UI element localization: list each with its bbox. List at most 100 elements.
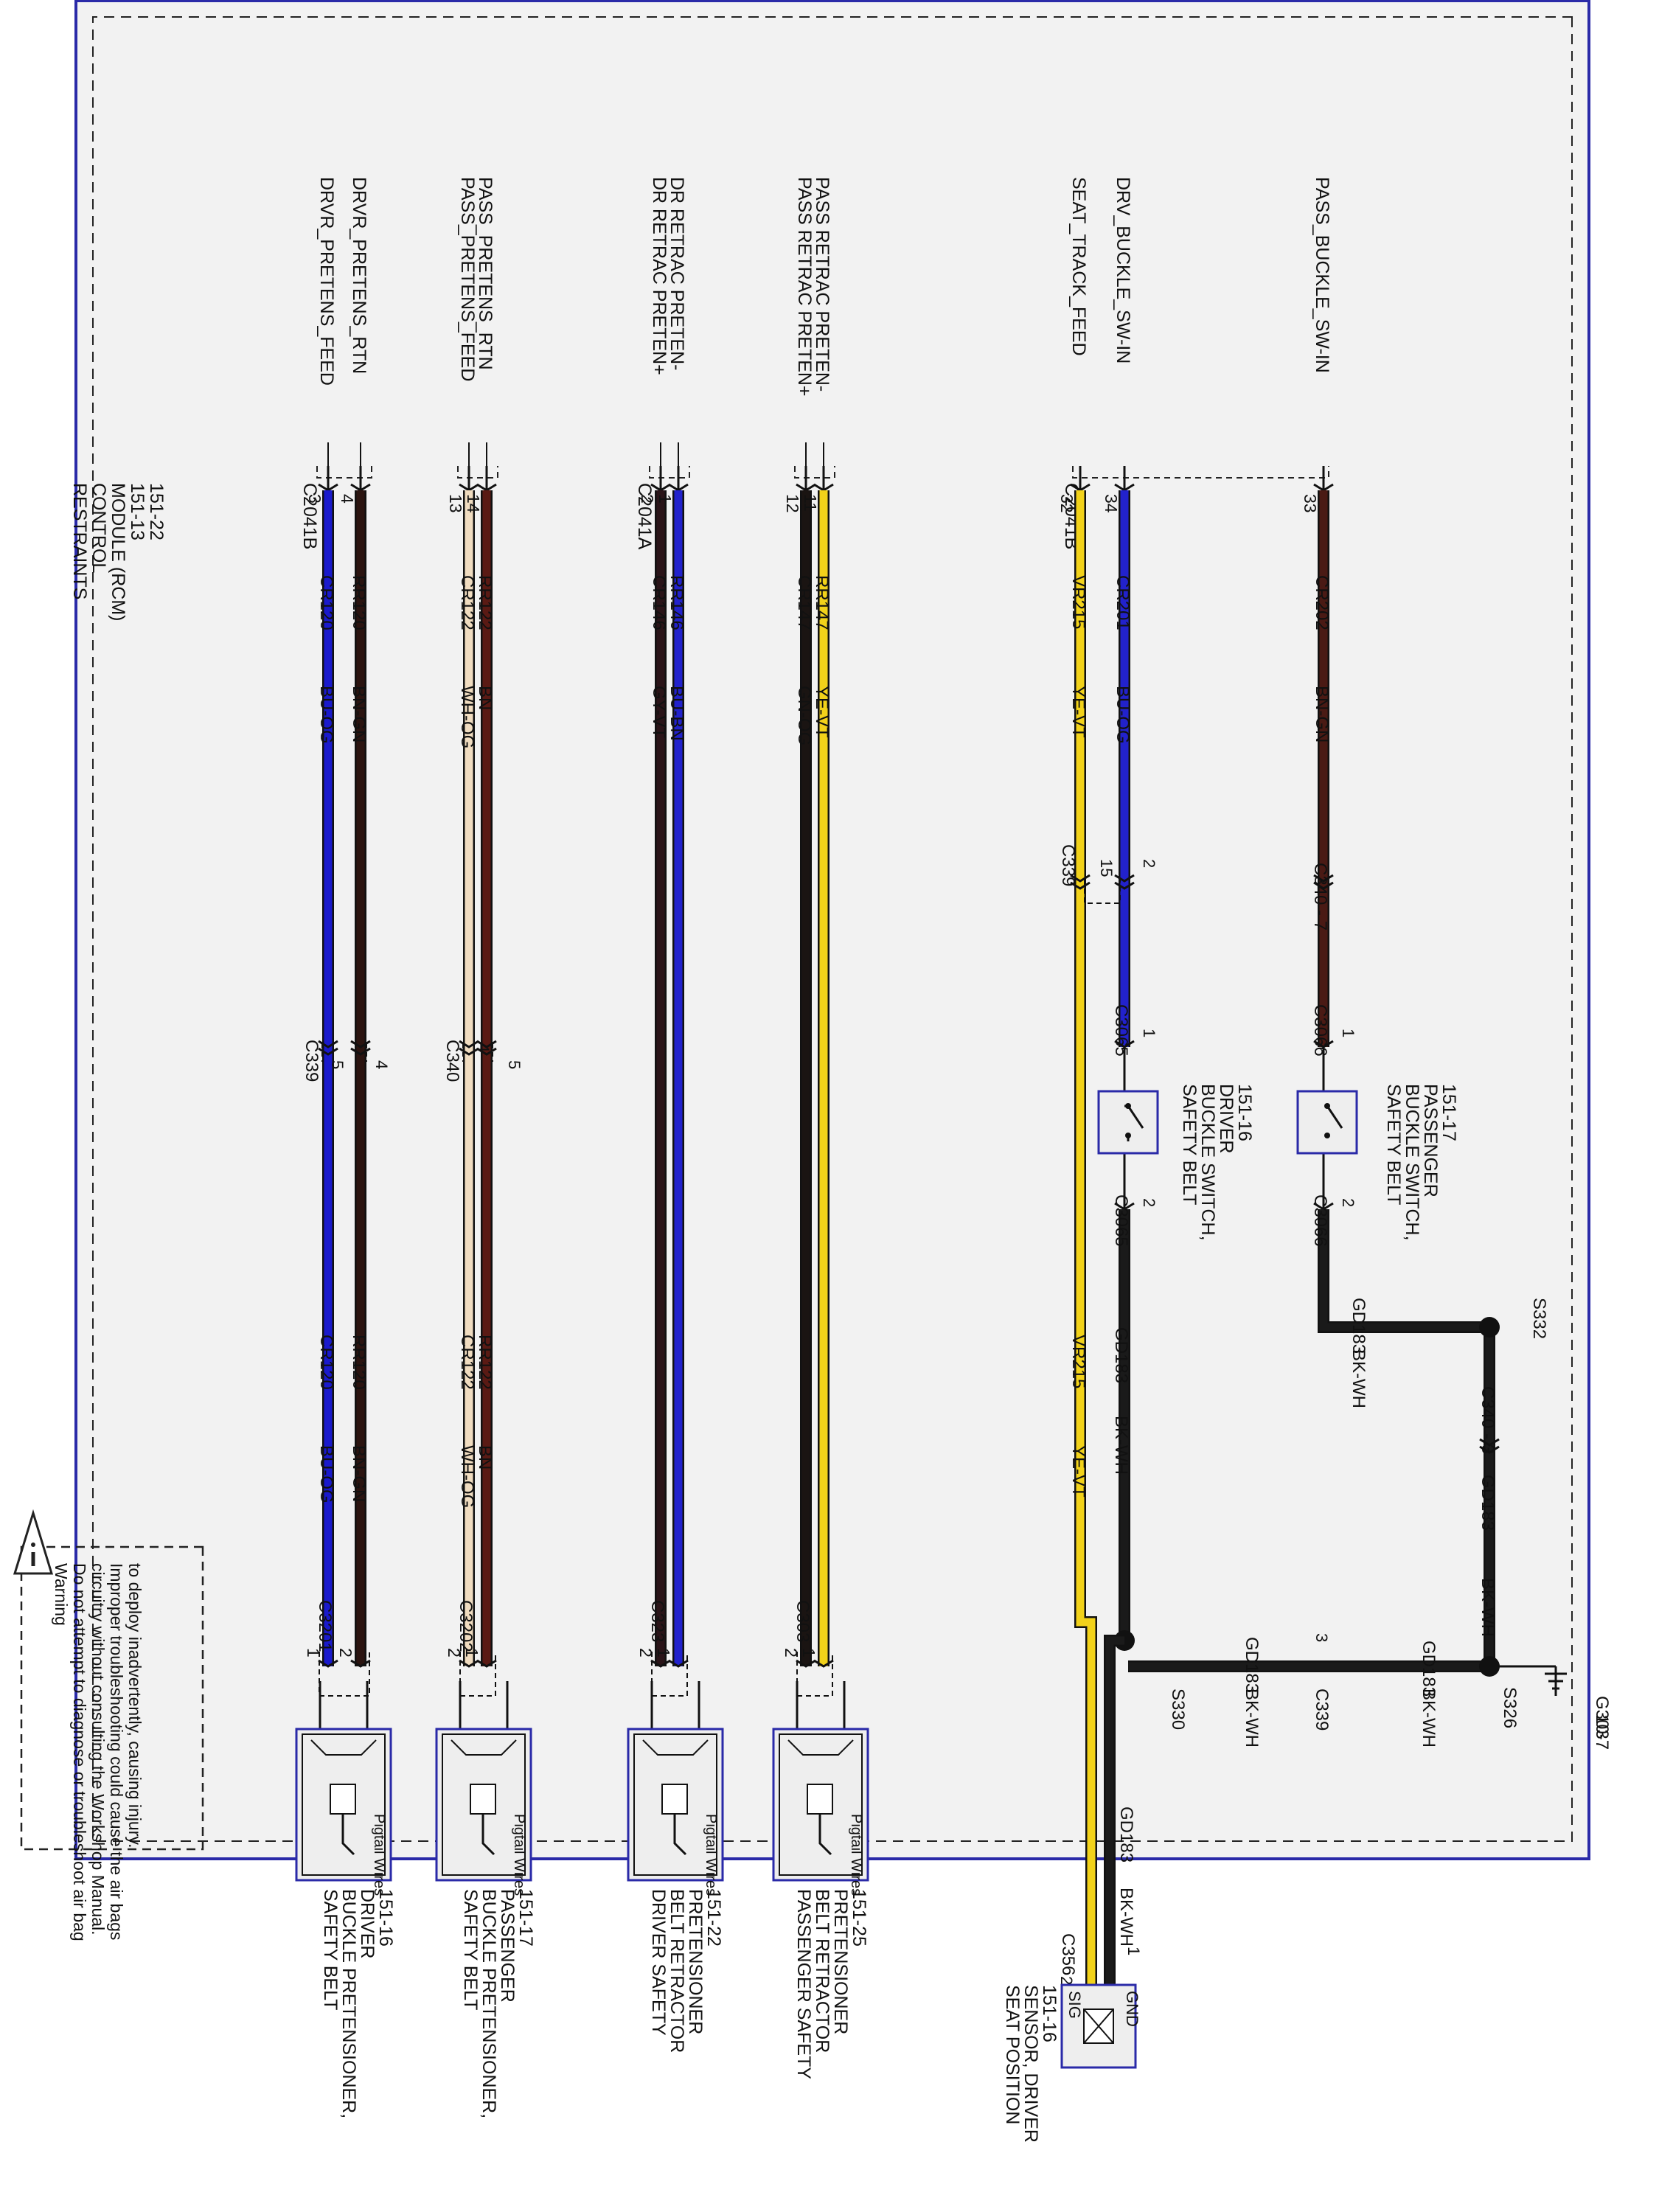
pigtail-connector-icon [451, 1739, 517, 1756]
switch-contact-icon [1125, 1133, 1131, 1138]
pigtail-label: Pigtail Wires [371, 1814, 387, 1896]
inline-pin-number: 4 [474, 1043, 493, 1052]
label-pass-pretensioner: 151-17 [515, 1889, 536, 1947]
circuit-code: CR201 [1113, 575, 1133, 630]
rcm-pin-number: 14 [464, 494, 483, 513]
inline-pin-number: 2 [1140, 859, 1158, 868]
inline-connector-label: C340 [442, 1040, 462, 1082]
inline-chevron [459, 1047, 479, 1056]
rcm-title: RESTRAINTS CONTROL MODULE (RCM) 151-13 1… [69, 483, 167, 622]
label-drv-retractor: 151-22 [703, 1889, 724, 1947]
wire-seat-track-feed [1076, 490, 1096, 1985]
ground-icon [1489, 1665, 1567, 1696]
circuit-color: YE-VT [1068, 1445, 1088, 1498]
warning-title: Warning [52, 1563, 71, 1626]
splice-label: S332 [1529, 1298, 1549, 1339]
pigtail-label: Pigtail Wires [511, 1814, 527, 1896]
rcm-pin-number: 11 [801, 494, 820, 512]
label-seat-sensor: 151-16 [1039, 1985, 1060, 2042]
label-pass-buckle-switch: 151-17 [1439, 1084, 1459, 1141]
circuit-color: WH-OG [457, 686, 477, 748]
end-pin-chevron [476, 1659, 497, 1668]
rcm-pin-number: 13 [446, 494, 465, 513]
end-pin-number: 1 [1124, 1947, 1143, 1955]
connector-label: C323 [647, 1600, 667, 1642]
circuit-code: CR147 [794, 575, 814, 630]
squib-lead-icon [481, 1814, 495, 1856]
switch-pin-number: 1 [1140, 1029, 1158, 1037]
circuit-code: CR120 [316, 1335, 336, 1390]
seat-sensor-gnd-label: GND [1123, 1991, 1141, 2027]
pass-retractor-box-inner [779, 1733, 863, 1876]
seat-sensor-sig-label: SIG [1065, 1991, 1084, 2019]
end-pin-number: 1 [654, 1648, 673, 1658]
circuit-color: BN-GN [349, 1445, 369, 1502]
pass-buckle-switch-box [1296, 1090, 1358, 1155]
end-connector-bracket [459, 1652, 496, 1697]
inline-connector-dash [1084, 877, 1121, 904]
squib-lead-icon [341, 1814, 355, 1856]
connector-label: C3066 [1310, 1004, 1330, 1057]
circuit-code: VR215 [1068, 1335, 1088, 1388]
inline-connector-label: C339 [302, 1040, 321, 1082]
signal-name: PASS_PRETENS_FEED [457, 177, 478, 381]
circuit-code: RR120 [349, 1335, 369, 1390]
end-pin-number: 2 [636, 1648, 655, 1658]
signal-name: PASS_BUCKLE_SW-IN [1312, 177, 1332, 373]
pigtail-label: Pigtail Wires [703, 1814, 719, 1896]
rcm-pin-number: 32 [1057, 494, 1077, 513]
inline-chevron [1313, 881, 1334, 890]
circuit-code: CR120 [316, 575, 336, 630]
circuit-color: BN-GN [1312, 686, 1332, 742]
connector-bracket [1072, 466, 1329, 479]
inline-pin-number: 5 [505, 1060, 524, 1069]
rcm-pin-number: 2 [638, 494, 657, 504]
drv-retractor-box-inner [633, 1733, 717, 1876]
inline-chevron [1479, 1445, 1500, 1454]
connector-label: C303 [793, 1600, 813, 1642]
signal-name: PASS_PRETENS_RTN [475, 177, 495, 370]
wires [318, 442, 1567, 1985]
label-pass-retractor: PASSENGER SAFETY [793, 1889, 814, 2079]
inline-chevron [1070, 874, 1091, 883]
circuit-code: GD183 [1242, 1637, 1262, 1693]
drv-buckle-switch-box [1097, 1090, 1159, 1155]
rcm-connector-label: C2041B [299, 483, 320, 549]
label-pass-buckle-switch: PASSENGER [1420, 1084, 1441, 1197]
label-pass-pretensioner: SAFETY BELT [460, 1889, 481, 2010]
end-connector-bracket [319, 1652, 370, 1697]
inline-connector-dash [462, 1044, 493, 1062]
switch-contact-icon [1324, 1103, 1330, 1109]
circuit-color: BK-WH [1478, 1578, 1498, 1637]
inline-chevron [1313, 874, 1334, 883]
end-pin-chevron [668, 1659, 689, 1668]
warning-box [20, 1545, 204, 1851]
circuit-color: WH-OG [457, 1445, 477, 1508]
label-pass-retractor: PRETENSIONER [830, 1889, 851, 2034]
rcm-title-line: 151-22 [146, 483, 167, 540]
circuit-color: BK-WH [1242, 1688, 1262, 1747]
wire-seat-sensor-ground [1105, 1636, 1124, 1985]
squib-icon [470, 1784, 496, 1815]
rcm-pin-number: 4 [338, 494, 357, 504]
end-pin-chevron [459, 1659, 479, 1668]
inline-chevron [1070, 881, 1091, 890]
circuit-color: BN [475, 686, 495, 710]
label-pass-pretensioner: PASSENGER [497, 1889, 518, 2003]
end-pin-number: 2 [782, 1648, 801, 1658]
signal-name: SEAT_TRACK_FEED [1068, 177, 1089, 356]
inline-chevron [1114, 881, 1135, 890]
squib-lead-icon [673, 1814, 687, 1856]
warning-line: Improper troubleshooting could cause the… [107, 1563, 126, 1940]
seat-sensor-cross-icon [1083, 2008, 1114, 2044]
switch-pin-number: 2 [1140, 1198, 1158, 1207]
rcm-pin-number: 12 [783, 494, 802, 513]
inline-chevron [318, 1047, 338, 1056]
squib-icon [807, 1784, 833, 1815]
wire-labels: 3CR120BU-OGCR120BU-OGC32011DRVR_PRETENS_… [302, 177, 1612, 1985]
label-drv-pretensioner: 151-16 [375, 1889, 396, 1947]
end-pin-number: 1 [462, 1648, 481, 1658]
pigtail-connector-icon [310, 1739, 377, 1756]
circuit-color: BU-OG [1113, 686, 1133, 744]
